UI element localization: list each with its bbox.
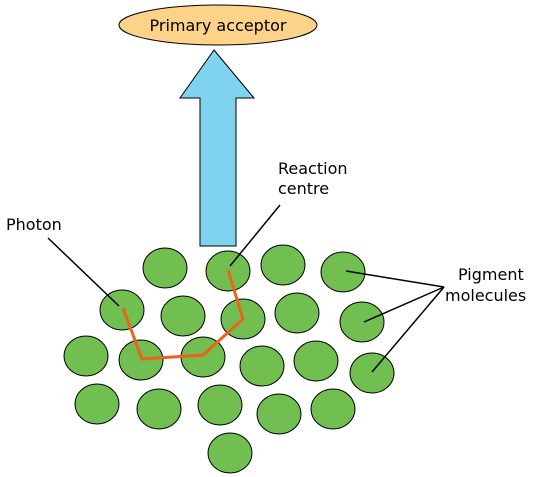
energy-transfer-arrow [179, 49, 256, 247]
pigment-molecule [320, 251, 366, 293]
reaction-centre-leader-line [229, 204, 281, 267]
pigment-leader-line [371, 286, 445, 373]
pigment-molecule [239, 345, 285, 387]
leader-lines [47, 204, 445, 373]
pigment-molecule [99, 289, 145, 331]
pigment-molecule [274, 292, 320, 334]
pigment-molecule [197, 384, 243, 426]
pigment-leader-line [363, 286, 445, 323]
pigment-molecule [339, 301, 385, 343]
reaction-centre-label: Reaction centre [278, 159, 353, 198]
pigment-molecule [74, 383, 120, 425]
photon-leader-line [47, 237, 120, 307]
primary-acceptor-ellipse [118, 4, 318, 46]
pigment-molecule [256, 393, 302, 435]
pigment-molecules-label: Pigment molecules [445, 265, 529, 305]
pigment-molecules [63, 244, 395, 474]
pigment-leader-line [345, 270, 445, 288]
pigment-molecule [310, 388, 356, 430]
pigment-molecule [142, 247, 188, 289]
pigment-molecule [63, 335, 109, 377]
photon-energy-path [121, 269, 245, 361]
primary-acceptor: Primary acceptor [118, 4, 318, 46]
pigment-molecule [160, 295, 206, 337]
pigment-molecule [349, 352, 395, 394]
pigment-molecule [293, 340, 339, 382]
pigment-molecule [260, 244, 306, 286]
pigment-molecule [136, 388, 182, 430]
primary-acceptor-label: Primary acceptor [150, 16, 287, 35]
photon-label: Photon [6, 215, 62, 234]
pigment-molecule [207, 432, 253, 474]
